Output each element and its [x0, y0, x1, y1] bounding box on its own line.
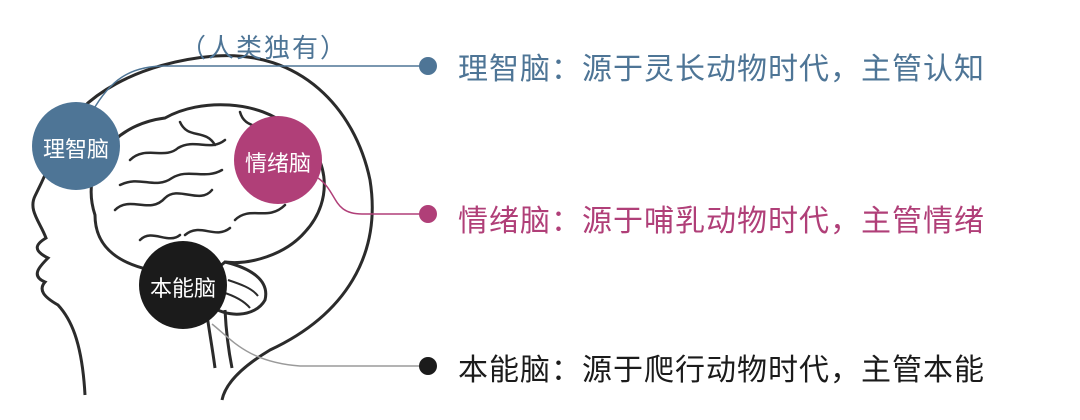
- connector-emotional: [317, 177, 428, 215]
- bullet-dot-instinct: [419, 357, 437, 375]
- description-instinct: 本能脑：源于爬行动物时代，主管本能: [458, 353, 985, 388]
- description-rational: 理智脑：源于灵长动物时代，主管认知: [458, 52, 985, 87]
- connector-rational: [91, 65, 428, 113]
- bullet-dot-rational: [419, 57, 437, 75]
- connector-instinct: [211, 323, 428, 367]
- description-emotional: 情绪脑：源于哺乳动物时代，主管情绪: [458, 204, 985, 239]
- circle-instinct: [139, 241, 227, 329]
- cerebellum-folds: [221, 279, 259, 309]
- circle-emotional: [234, 116, 322, 204]
- circle-label-instinct: 本能脑: [149, 277, 216, 302]
- circle-label-rational: 理智脑: [42, 138, 109, 163]
- circle-label-emotional: 情绪脑: [244, 152, 311, 177]
- bullet-dot-emotional: [419, 205, 437, 223]
- human-only-note: （人类独有）: [180, 34, 349, 64]
- circle-rational: [32, 102, 120, 190]
